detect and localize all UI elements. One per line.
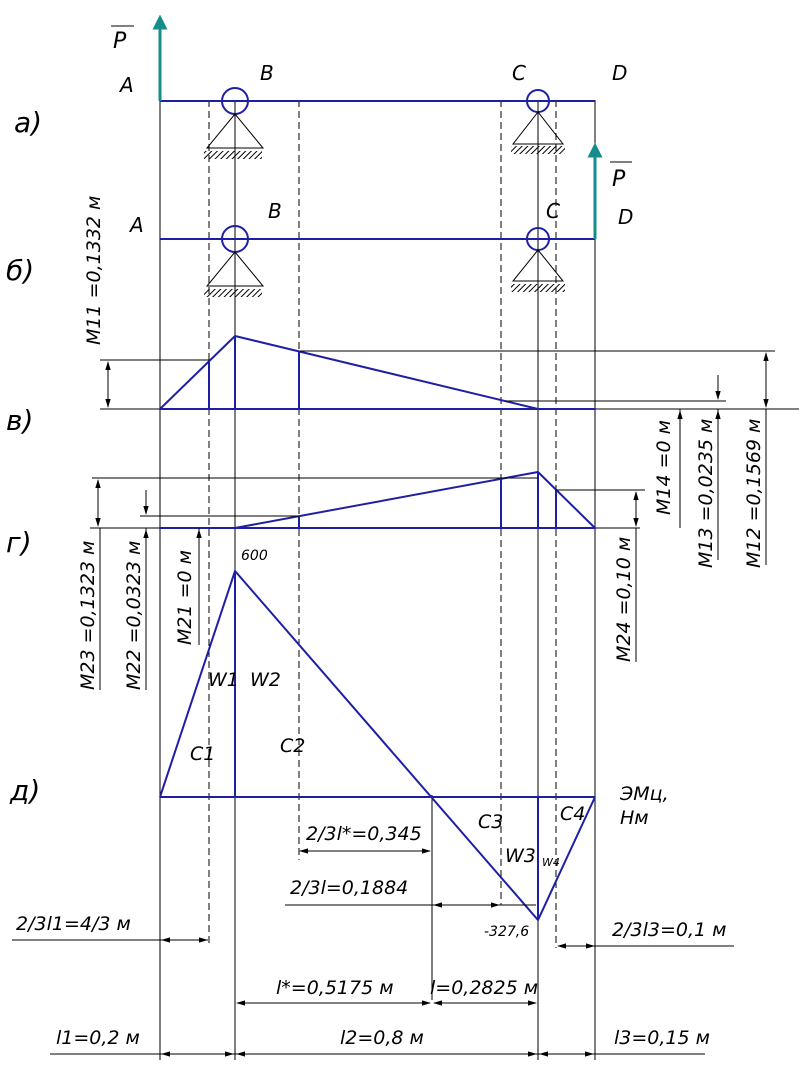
area-w2-label: W2: [250, 669, 281, 691]
point-c-label: C: [512, 61, 526, 85]
centroid-c4-label: C4: [560, 803, 585, 825]
point-a2-label: A: [128, 213, 144, 237]
dim-l-rest: l=0,2825 м: [430, 977, 538, 999]
epure-v: [100, 334, 799, 565]
row-label-a: а): [14, 106, 42, 139]
centroid-c3-label: C3: [478, 811, 503, 833]
epure-unit-line1: ЭМц,: [619, 783, 669, 805]
dim-23l3: 2/3l3=0,1 м: [612, 919, 726, 941]
dim-l2: l2=0,8 м: [340, 1027, 424, 1049]
force-p-label: P: [113, 29, 127, 54]
point-d-label: D: [612, 61, 627, 85]
moment-m22-label: M22 =0,0323 м: [123, 541, 145, 690]
dim-l3: l3=0,15 м: [614, 1027, 710, 1049]
dim-l-star: l*=0,5175 м: [276, 977, 394, 999]
epure-max-value: 600: [241, 548, 268, 564]
dim-l1: l1=0,2 м: [56, 1027, 140, 1049]
centroid-c1-label: C1: [190, 743, 215, 765]
point-b2-label: B: [268, 199, 282, 223]
moment-m21-label: M21 =0 м: [174, 550, 196, 645]
point-c2-label: C: [546, 199, 560, 223]
dimensions: [12, 848, 734, 1057]
area-w4-label: W4: [542, 856, 560, 869]
moment-m14-label: M14 =0 м: [653, 420, 675, 515]
row-label-v: в): [6, 404, 33, 437]
point-d2-label: D: [618, 205, 633, 229]
force-p2-label: P: [612, 167, 626, 192]
moment-m13-label: M13 =0,0235 м: [695, 419, 717, 568]
epure-unit-line2: Нм: [620, 807, 649, 829]
dim-23l1: 2/3l1=4/3 м: [16, 913, 131, 935]
centroid-c2-label: C2: [280, 735, 305, 757]
row-label-d: д): [9, 774, 40, 807]
dim-23l: 2/3l=0,1884: [290, 877, 408, 899]
epure-d: [159, 569, 596, 922]
beam-b: [160, 142, 603, 297]
point-a-label: A: [118, 73, 134, 97]
point-b-label: B: [260, 61, 274, 85]
dim-23l-star: 2/3l*=0,345: [306, 823, 422, 845]
moment-m23-label: M23 =0,1323 м: [77, 541, 99, 690]
epure-g: [90, 470, 645, 690]
area-w3-label: W3: [505, 845, 536, 867]
area-w1-label: W1: [208, 669, 239, 691]
epure-min-value: -327,6: [484, 924, 529, 940]
moment-m24-label: M24 =0,10 м: [613, 537, 635, 662]
row-label-g: г): [6, 526, 32, 559]
moment-m11-label: M11 =0,1332 м: [83, 196, 105, 345]
moment-m12-label: M12 =0,1569 м: [743, 419, 765, 568]
row-label-b: б): [6, 254, 34, 287]
beam-a: [152, 14, 595, 159]
reference-lines: [159, 100, 596, 1060]
